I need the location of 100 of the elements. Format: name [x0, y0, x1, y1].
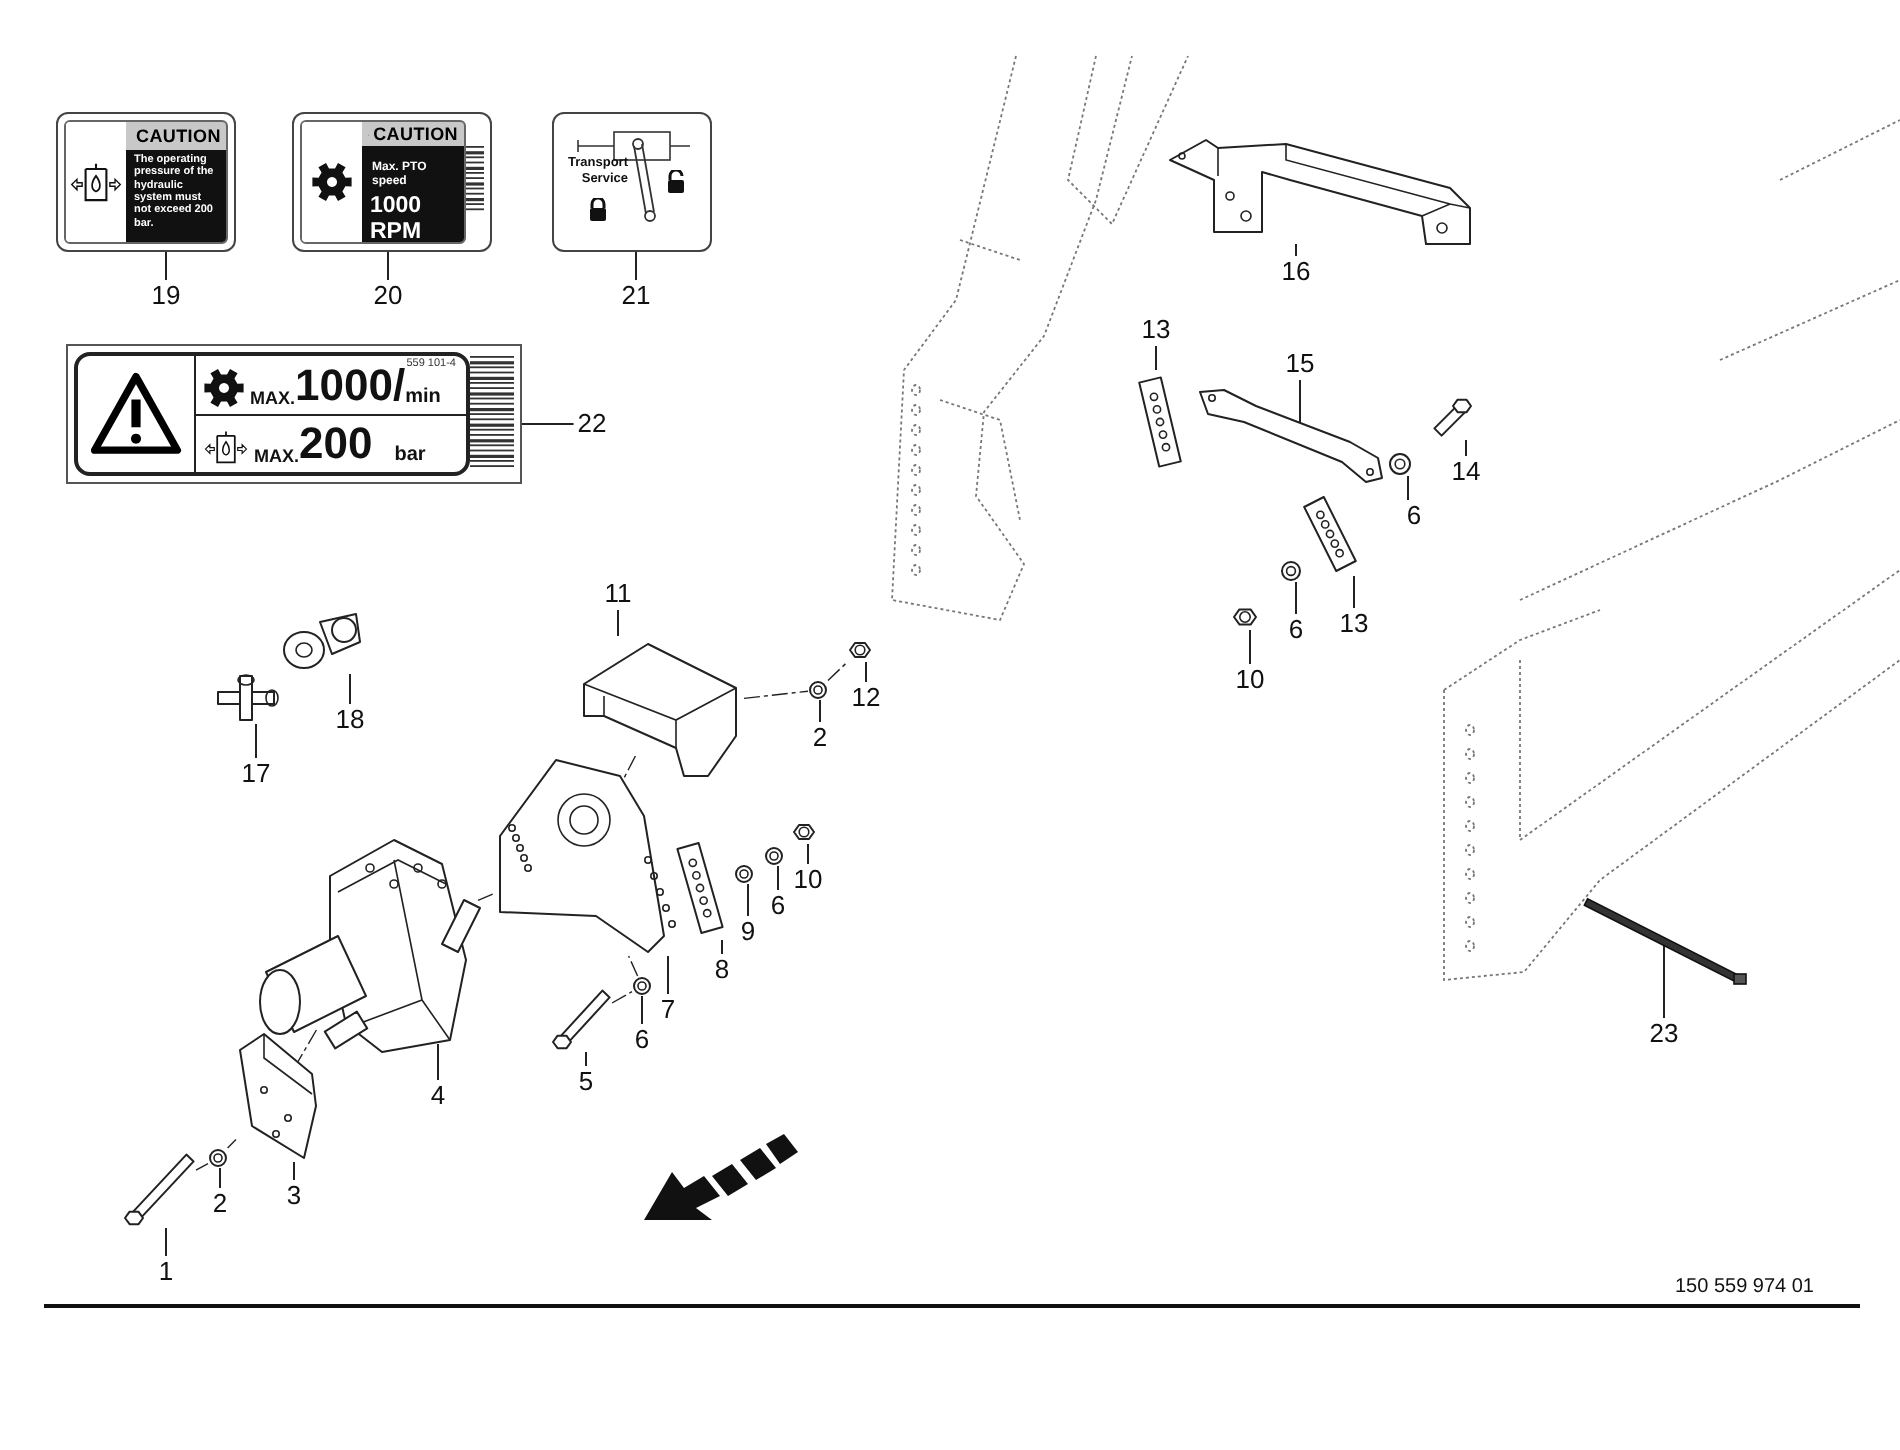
leader-line: [865, 661, 867, 683]
leader-line: [641, 995, 643, 1025]
callout-number: 12: [849, 684, 883, 712]
callout-number: 22: [575, 410, 609, 438]
leader-line: [635, 251, 637, 281]
leader-line: [1155, 345, 1157, 371]
callout-number: 6: [632, 1026, 652, 1054]
warning-decal: [292, 112, 492, 252]
universal-joint-cross: [212, 672, 280, 724]
leader-line: [1407, 475, 1409, 501]
slotted-strip: [674, 836, 726, 940]
callout-number: 20: [371, 282, 405, 310]
leader-line: [293, 1161, 295, 1181]
callout-number: 2: [810, 724, 830, 752]
leader-line: [437, 1043, 439, 1081]
leader-line: [195, 1162, 209, 1171]
leader-line: [627, 955, 639, 977]
leader-line: [477, 892, 497, 902]
leader-line: [387, 251, 389, 281]
decal-text: MAX.: [250, 389, 295, 407]
decal-value: 1000 RPM: [368, 191, 424, 242]
callout-number: 10: [1233, 666, 1267, 694]
decal-value: 1000/: [295, 363, 406, 407]
leader-line: [255, 723, 257, 759]
decal-value: 200: [299, 422, 373, 466]
callout-number: 6: [1404, 502, 1424, 530]
callout-number: 7: [658, 996, 678, 1024]
slotted-strip: [1300, 492, 1360, 576]
hex-nut: [848, 638, 872, 662]
callout-number: 16: [1279, 258, 1313, 286]
callout-number: 6: [1286, 616, 1306, 644]
callout-number: 23: [1647, 1020, 1681, 1048]
leader-line: [667, 955, 669, 995]
washer: [1388, 452, 1412, 476]
support-bracket: [236, 1030, 320, 1162]
leader-line: [1299, 379, 1301, 425]
washer: [1280, 560, 1302, 582]
callout-number: 9: [738, 918, 758, 946]
callout-number: 15: [1283, 350, 1317, 378]
flat-bar: [1196, 386, 1386, 486]
callout-number: 2: [210, 1190, 230, 1218]
leader-line: [1295, 581, 1297, 615]
bolt: [124, 1152, 196, 1228]
caution-heading: CAUTION: [136, 126, 221, 146]
bolt: [552, 988, 612, 1052]
washer: [764, 846, 784, 866]
callout-number: 5: [576, 1068, 596, 1096]
hex-nut: [1232, 604, 1258, 630]
washer: [632, 976, 652, 996]
washer: [734, 864, 754, 884]
warning-decal: [56, 112, 236, 252]
callout-number: 6: [768, 892, 788, 920]
drawing-number: 150 559 974 01: [1674, 1276, 1814, 1298]
callout-number: 17: [239, 760, 273, 788]
decal-unit: min: [405, 387, 441, 407]
leader-line: [1353, 575, 1355, 609]
callout-number: 14: [1449, 458, 1483, 486]
callout-number: 11: [602, 580, 634, 608]
callout-number: 21: [619, 282, 653, 310]
leader-line: [743, 690, 809, 700]
mounting-plate: [496, 756, 672, 956]
leader-line: [1295, 243, 1297, 257]
washer: [808, 680, 828, 700]
callout-number: 18: [333, 706, 367, 734]
callout-number: 13: [1139, 316, 1173, 344]
washer: [208, 1148, 228, 1168]
leader-line: [747, 883, 749, 917]
callout-number: 10: [791, 866, 825, 894]
leader-line: [226, 1138, 237, 1149]
leader-line: [165, 251, 167, 281]
slotted-strip: [1136, 370, 1184, 474]
leader-line: [611, 990, 633, 1004]
bolt: [1432, 396, 1472, 440]
leader-line: [1465, 439, 1467, 457]
mounting-bracket: [1170, 136, 1470, 244]
leader-line: [721, 939, 723, 955]
decal-unit: bar: [394, 446, 426, 466]
leader-line: [807, 843, 809, 865]
leader-line: [585, 1051, 587, 1067]
leader-line: [617, 609, 619, 637]
leader-line: [219, 1167, 221, 1189]
leader-line: [1249, 629, 1251, 665]
hex-nut: [792, 820, 816, 844]
caution-heading: CAUTION: [373, 124, 458, 144]
callout-number: 4: [428, 1082, 448, 1110]
leader-line: [622, 755, 637, 781]
leader-line: [777, 865, 779, 891]
callout-number: 8: [712, 956, 732, 984]
leader-line: [827, 660, 849, 682]
leader-line: [819, 699, 821, 723]
leader-line: [521, 423, 575, 425]
callout-number: 1: [156, 1258, 176, 1286]
leader-line: [349, 673, 351, 705]
warning-decal: [66, 344, 522, 484]
callout-number: 3: [284, 1182, 304, 1210]
callout-number: 13: [1337, 610, 1371, 638]
callout-number: 19: [149, 282, 183, 310]
decal-text: MAX.: [254, 448, 299, 466]
warning-decal: [552, 112, 712, 252]
leader-line: [295, 1029, 318, 1065]
